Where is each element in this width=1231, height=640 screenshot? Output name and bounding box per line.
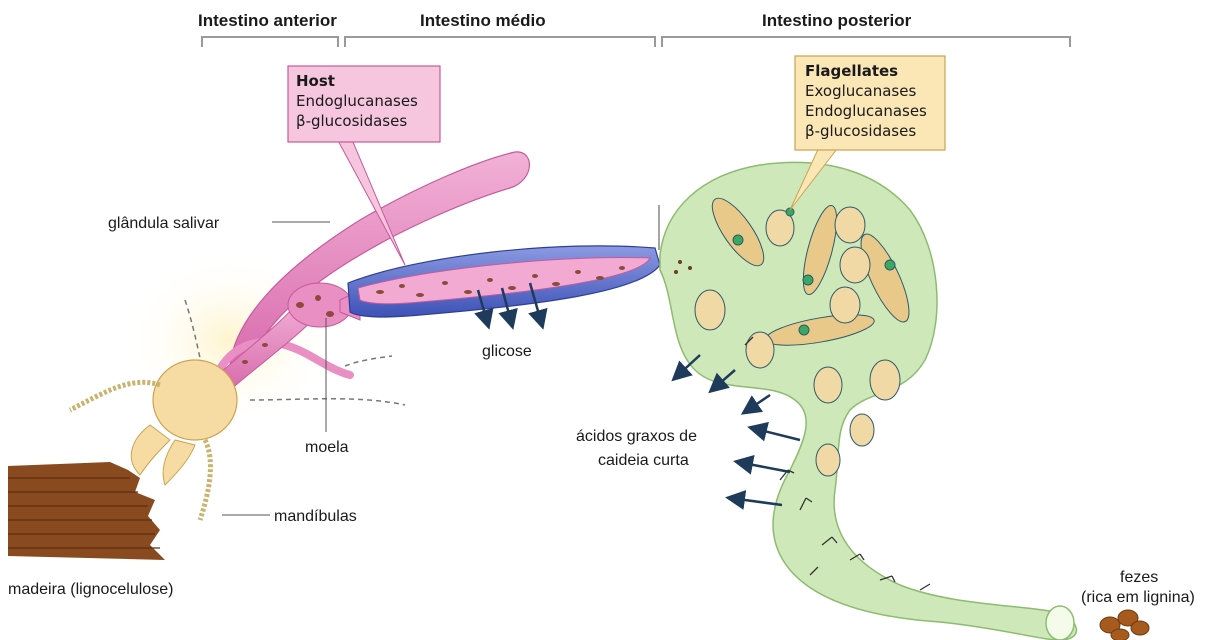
antenna-right bbox=[200, 440, 210, 520]
bracket-posterior bbox=[662, 37, 1070, 47]
header-intestino-medio: Intestino médio bbox=[420, 11, 546, 30]
label-glucose: glicose bbox=[482, 343, 532, 360]
label-gizzard: moela bbox=[305, 439, 349, 456]
host-box-title: Host bbox=[296, 72, 335, 90]
label-salivary-gland: glândula salivar bbox=[108, 215, 220, 232]
body-outline-dash bbox=[345, 356, 392, 366]
label-wood: madeira (lignocelulose) bbox=[8, 581, 173, 598]
header-intestino-posterior: Intestino posterior bbox=[762, 11, 912, 30]
termite-head bbox=[153, 360, 237, 440]
flagellates-box-line: β-glucosidases bbox=[805, 122, 916, 140]
bracket-anterior bbox=[202, 37, 338, 47]
bracket-medio bbox=[345, 37, 655, 47]
label-feces-line1: fezes bbox=[1120, 569, 1158, 586]
host-box-line: Endoglucanases bbox=[296, 92, 418, 110]
host-box-line: β-glucosidases bbox=[296, 112, 407, 130]
mandible-right bbox=[163, 440, 195, 485]
hindgut-opening bbox=[1046, 606, 1074, 640]
flagellates-box-title: Flagellates bbox=[805, 62, 898, 80]
label-feces-line2: (rica em lignina) bbox=[1081, 589, 1195, 606]
feces-pellets bbox=[1100, 610, 1149, 640]
label-scfa-line1: ácidos graxos de bbox=[576, 428, 697, 445]
label-scfa-line2: caideia curta bbox=[598, 452, 689, 469]
flagellates-box-line: Endoglucanases bbox=[805, 102, 927, 120]
flagellates-box-line: Exoglucanases bbox=[805, 82, 916, 100]
label-mandibles: mandíbulas bbox=[274, 508, 357, 525]
wood-block bbox=[8, 462, 165, 560]
header-intestino-anterior: Intestino anterior bbox=[198, 11, 337, 30]
